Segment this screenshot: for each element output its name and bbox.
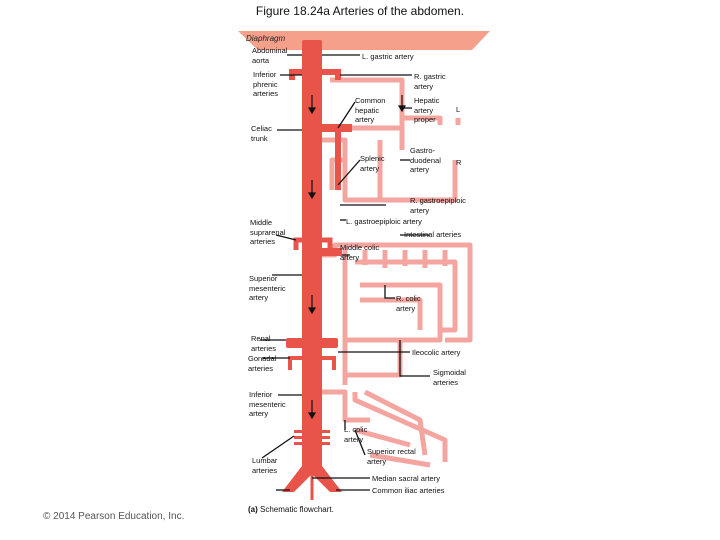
label-intestinal: Intestinal arteries <box>404 230 462 239</box>
label-l-gastroepiploic: L. gastroepiploic artery <box>346 217 422 226</box>
label-abdominal-aorta: Abdominal aorta <box>252 46 288 65</box>
flow-arrows <box>307 95 407 420</box>
label-lumbar: Lumbar arteries <box>252 456 278 475</box>
label-celiac-trunk: Celiac trunk <box>251 124 272 143</box>
label-gonadal: Gonadal arteries <box>248 354 277 373</box>
aorta <box>282 40 352 500</box>
label-sigmoidal: Sigmoidal arteries <box>433 368 466 387</box>
label-middle-suprarenal: Middle suprarenal arteries <box>250 218 286 246</box>
label-renal: Renal arteries <box>251 334 277 353</box>
caption-letter: (a) <box>248 505 258 514</box>
label-l-gastric: L. gastric artery <box>362 52 414 61</box>
label-r-gastric: R. gastric artery <box>414 72 446 91</box>
label-superior-mesenteric: Superior mesenteric artery <box>249 274 286 302</box>
label-middle-colic: Middle colic artery <box>340 243 380 262</box>
label-hepatic-proper: Hepatic artery proper <box>414 96 440 124</box>
diaphragm-shape <box>238 31 490 50</box>
label-side-r: R <box>456 158 462 167</box>
branch-vessels <box>322 77 473 468</box>
label-gastroduodenal: Gastro- duodenal artery <box>410 146 441 174</box>
caption-text: Schematic flowchart. <box>260 505 334 514</box>
label-common-iliac: Common iliac arteries <box>372 486 445 495</box>
diaphragm-label: Diaphragm <box>246 34 286 43</box>
label-side-l: L <box>456 105 461 114</box>
figure-caption: (a) Schematic flowchart. <box>248 505 334 514</box>
label-common-hepatic: Common hepatic artery <box>355 96 386 124</box>
label-ileocolic: Ileocolic artery <box>412 348 461 357</box>
label-median-sacral: Median sacral artery <box>372 474 440 483</box>
label-superior-rectal: Superior rectal artery <box>367 447 416 466</box>
label-l-colic: L. colic artery <box>344 425 368 444</box>
label-r-gastroepiploic: R. gastroepiploic artery <box>410 196 466 215</box>
leader-lines <box>260 54 430 491</box>
figure-title: Figure 18.24a Arteries of the abdomen. <box>255 4 465 18</box>
label-inferior-mesenteric: Inferior mesenteric artery <box>249 390 286 418</box>
copyright-notice: © 2014 Pearson Education, Inc. <box>43 511 185 522</box>
label-inferior-phrenic: Inferior phrenic arteries <box>253 70 279 98</box>
label-splenic: Splenic artery <box>360 154 385 173</box>
label-r-colic: R. colic artery <box>396 294 421 313</box>
